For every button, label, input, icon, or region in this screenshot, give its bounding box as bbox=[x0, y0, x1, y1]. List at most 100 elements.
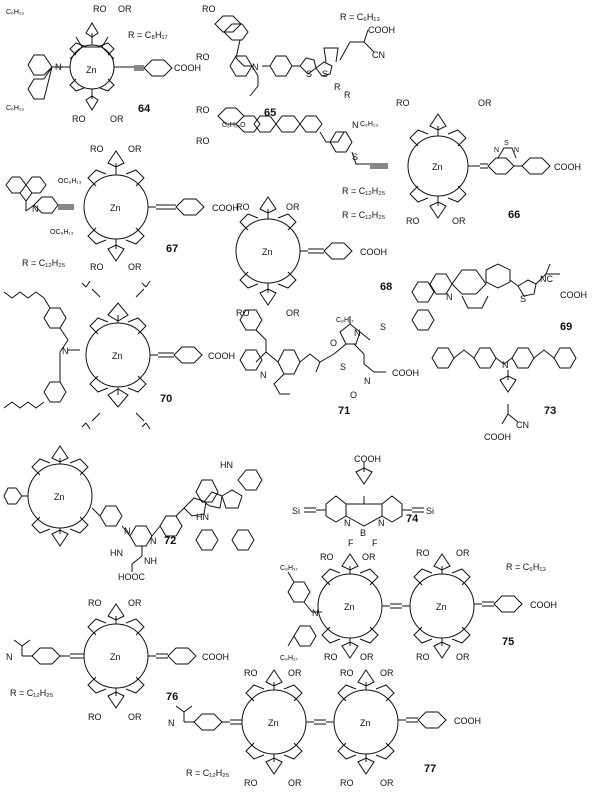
c75-r-def: R = C₆H₁₃ bbox=[506, 562, 546, 572]
c76-ro-top: RO bbox=[88, 598, 102, 608]
c76-zn: Zn bbox=[110, 652, 121, 662]
c64-sub-bottom: C₆H₁₃ bbox=[6, 105, 24, 112]
c66-ro-top: RO bbox=[396, 98, 410, 108]
compound-67: OC₆H₁₃ OC₆H₁₃ N Zn COOH RO OR RO OR R = … bbox=[5, 144, 239, 272]
c71-o-2: O bbox=[350, 390, 357, 400]
compound-75: C₈H₁₇ C₈H₁₇ N Zn Zn COOH RO OR RO OR RO … bbox=[280, 548, 557, 662]
c65-r-1: R bbox=[334, 82, 341, 92]
c64-cooh: COOH bbox=[174, 63, 201, 73]
c70-n: N bbox=[62, 346, 69, 356]
compound-74: COOH Si Si N N B F F 74 bbox=[292, 454, 434, 548]
c67-r-def: R = C₁₂H₂₅ bbox=[22, 258, 66, 268]
c77-ro-1: RO bbox=[244, 668, 258, 678]
compound-72: Zn HN HN N N HOOC NH HN 72 bbox=[3, 445, 263, 582]
c65-cn: CN bbox=[372, 50, 385, 60]
c68-or-bottom: OR bbox=[286, 308, 300, 318]
c67-number: 67 bbox=[166, 243, 178, 255]
c67-n: N bbox=[32, 204, 39, 214]
c66-or-top: OR bbox=[478, 98, 492, 108]
c68-ro-bottom: RO bbox=[236, 308, 250, 318]
c74-number: 74 bbox=[406, 513, 419, 525]
c72-hn-2: HN bbox=[196, 512, 209, 522]
c71-s-1: S bbox=[380, 322, 386, 332]
c67-zn: Zn bbox=[110, 203, 121, 213]
c76-ro-bottom: RO bbox=[88, 712, 102, 722]
c75-ro-3: RO bbox=[324, 652, 338, 662]
c73-n: N bbox=[502, 360, 509, 370]
compound-69: N S NC COOH 69 bbox=[411, 263, 587, 333]
c77-number: 77 bbox=[424, 763, 436, 775]
c66-btd-n-2: N bbox=[514, 147, 519, 154]
c67-ro-bottom: RO bbox=[90, 262, 104, 272]
c66-ro-bottom: RO bbox=[406, 216, 420, 226]
c67-or-top: OR bbox=[128, 144, 142, 154]
c66-r-def: R = C₁₂H₂₅ bbox=[342, 186, 386, 196]
c74-f-1: F bbox=[348, 538, 354, 548]
compound-64: RO OR N Zn COOH C₆H₁₃ C₆H₁₃ RO OR R = C₈… bbox=[6, 4, 201, 124]
c65-s-2: S bbox=[322, 69, 328, 79]
c77-cooh: COOH bbox=[454, 716, 481, 726]
c74-f-2: F bbox=[372, 538, 378, 548]
c75-n: N bbox=[312, 608, 319, 618]
c68-number: 68 bbox=[380, 281, 392, 293]
c77-n: N bbox=[168, 718, 175, 728]
c75-c8h17-bottom: C₈H₁₇ bbox=[280, 655, 298, 662]
c72-zn: Zn bbox=[54, 492, 65, 502]
c67-cooh: COOH bbox=[212, 203, 239, 213]
compound-76: N Zn COOH RO OR RO OR R = C₁₂H₂₅ 76 bbox=[6, 598, 229, 722]
c72-n-2: N bbox=[150, 536, 157, 546]
c77-zn-2: Zn bbox=[360, 718, 371, 728]
c72-hooc: HOOC bbox=[118, 572, 146, 582]
c64-or-top: OR bbox=[118, 4, 132, 14]
c70-cooh: COOH bbox=[208, 351, 235, 361]
c71-o-1: O bbox=[330, 338, 337, 348]
c66-btd-n-1: N bbox=[494, 147, 499, 154]
c69-number: 69 bbox=[560, 321, 572, 333]
compound-68: Zn COOH RO OR RO OR 68 bbox=[235, 196, 392, 318]
c77-zn-1: Zn bbox=[268, 718, 279, 728]
c66-cooh: COOH bbox=[554, 162, 581, 172]
c75-number: 75 bbox=[502, 636, 514, 648]
c65-n: N bbox=[252, 62, 259, 72]
c76-r-def: R = C₁₂H₂₅ bbox=[10, 688, 54, 698]
c68-zn: Zn bbox=[262, 247, 273, 257]
c74-n-2: N bbox=[378, 518, 385, 528]
c68-ro-top: RO bbox=[236, 202, 250, 212]
c77-or-3: OR bbox=[288, 778, 302, 788]
c71-cooh: COOH bbox=[392, 368, 419, 378]
c65-ro-4: RO bbox=[196, 136, 210, 146]
c65-r-def: R = C₆H₁₃ bbox=[340, 12, 380, 22]
c73-number: 73 bbox=[544, 405, 556, 417]
c65-r-2: R bbox=[344, 90, 351, 100]
c72-nh: NH bbox=[144, 556, 157, 566]
c75-ro-1: RO bbox=[320, 552, 334, 562]
c75-ro-2: RO bbox=[416, 548, 430, 558]
c66-c6h13o: C₆H₁₃O bbox=[222, 122, 246, 129]
c64-n: N bbox=[55, 62, 62, 72]
c66-number: 66 bbox=[508, 209, 520, 221]
c76-number: 76 bbox=[166, 691, 178, 703]
c66-s: S bbox=[352, 152, 358, 162]
c72-number: 72 bbox=[164, 535, 176, 547]
c64-zn: Zn bbox=[86, 65, 97, 75]
c64-sub-top: C₆H₁₃ bbox=[6, 9, 24, 16]
c71-c8h17: C₈H₁₇ bbox=[336, 317, 354, 324]
compound-71: C₈H₁₇ N S O S N O COOH N 71 bbox=[239, 309, 419, 417]
c75-or-4: OR bbox=[456, 652, 470, 662]
c64-r-def: R = C₈H₁₇ bbox=[128, 30, 168, 40]
c71-n-1: N bbox=[354, 328, 361, 338]
c75-zn-2: Zn bbox=[436, 602, 447, 612]
c70-zn: Zn bbox=[112, 351, 123, 361]
c73-cn: CN bbox=[516, 420, 529, 430]
c76-or-top: OR bbox=[128, 598, 142, 608]
compound-65: RO RO RO RO N S S COOH CN R R R = C₆H₁₃ … bbox=[196, 4, 395, 146]
c75-c8h17-top: C₈H₁₇ bbox=[280, 565, 298, 572]
c65-s-1: S bbox=[306, 69, 312, 79]
c70-number: 70 bbox=[160, 393, 172, 405]
c67-oc-bottom: OC₆H₁₃ bbox=[50, 229, 74, 236]
c65-ro-1: RO bbox=[202, 4, 216, 14]
c74-cooh: COOH bbox=[354, 454, 381, 464]
c66-n: N bbox=[352, 120, 359, 130]
c76-n: N bbox=[6, 652, 13, 662]
